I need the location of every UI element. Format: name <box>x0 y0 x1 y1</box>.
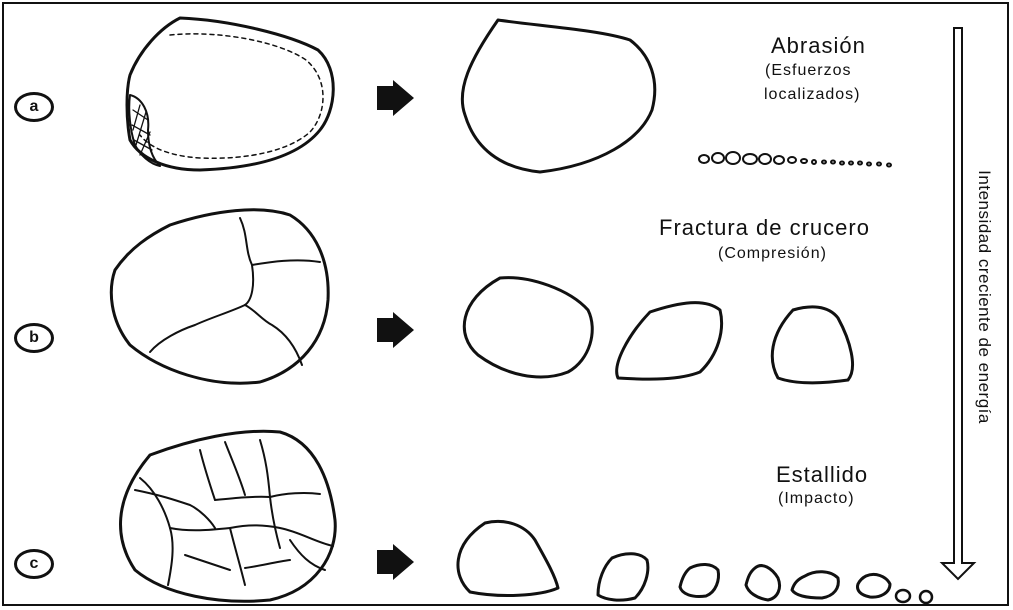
energy-axis-label: Intensidad creciente de energía <box>974 170 994 424</box>
particle-c-result-3 <box>680 564 719 596</box>
particle-c-result-2 <box>598 554 648 600</box>
particle-b-result-1 <box>464 278 592 377</box>
arrow-c <box>377 544 414 580</box>
particle-a-original <box>127 18 333 170</box>
cleavage-subtitle: (Compresión) <box>718 245 827 263</box>
burst-subtitle: (Impacto) <box>778 490 855 508</box>
particle-a-result <box>462 20 654 172</box>
arrow-b <box>377 312 414 348</box>
burst-title: Estallido <box>776 462 868 488</box>
particle-b-result-3 <box>772 307 852 383</box>
particle-c-result-5 <box>792 572 838 598</box>
cleavage-title: Fractura de crucero <box>659 215 870 241</box>
row-b-label: b <box>14 323 54 353</box>
particle-b-result-2 <box>617 303 722 380</box>
particle-c-result-8 <box>920 591 932 603</box>
row-c-label: c <box>14 549 54 579</box>
abrasion-subtitle-1: (Esfuerzos <box>765 62 851 80</box>
abrasion-title: Abrasión <box>771 33 866 59</box>
particle-b-original <box>111 210 328 383</box>
particle-c-result-7 <box>896 590 910 602</box>
arrow-a <box>377 80 414 116</box>
fine-particles <box>699 152 891 167</box>
particle-c-result-1 <box>458 521 558 595</box>
row-a-label: a <box>14 92 54 122</box>
particle-c-result-6 <box>858 574 891 597</box>
particle-c-original <box>121 431 336 601</box>
abrasion-subtitle-2: localizados) <box>764 86 860 104</box>
particle-c-result-4 <box>746 566 780 600</box>
energy-axis-arrow <box>942 28 974 579</box>
